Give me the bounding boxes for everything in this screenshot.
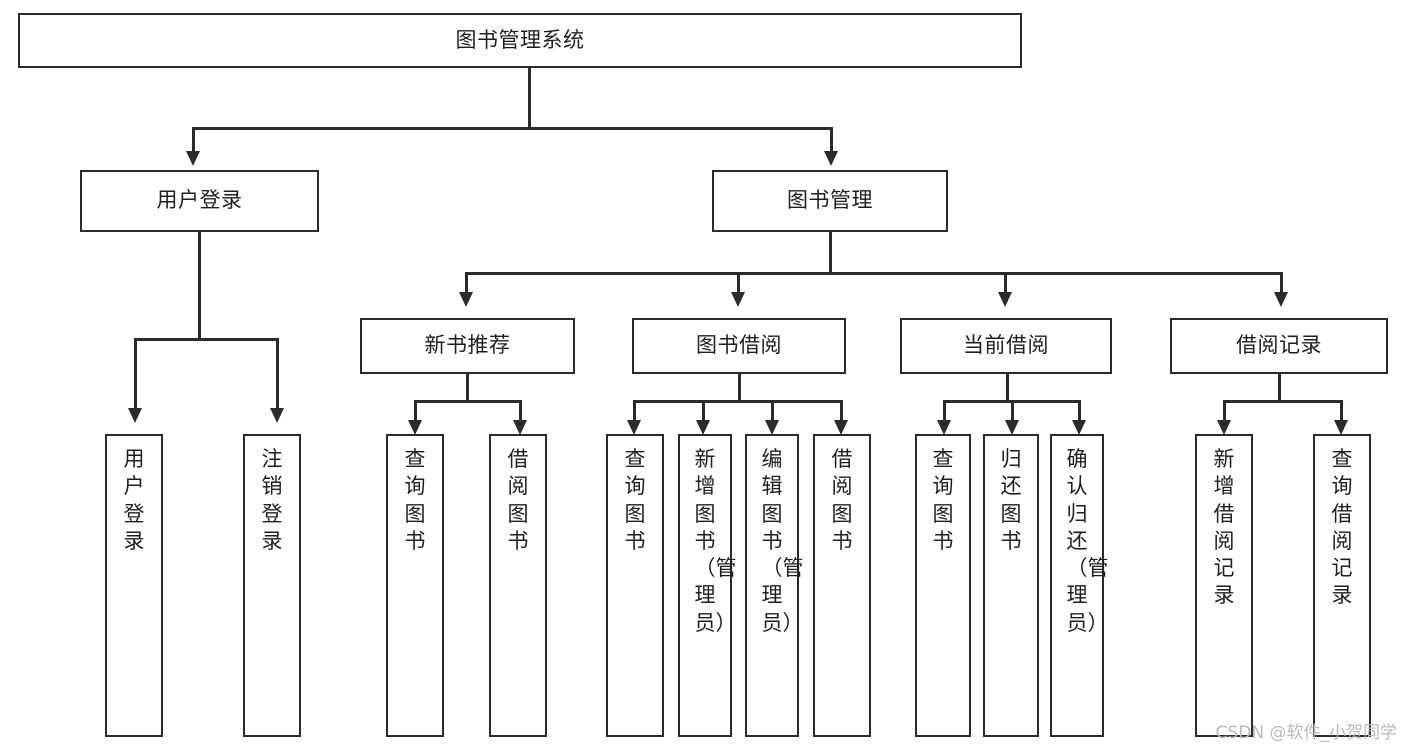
leaf-query-borrow-record[interactable]: 查询借阅记录 bbox=[1313, 434, 1371, 737]
arrowhead-book-borrow-3 bbox=[765, 420, 779, 435]
connector-borrow-record-bus bbox=[1223, 400, 1342, 403]
leaf-return-book[interactable]: 归还图书 bbox=[983, 434, 1039, 737]
arrowhead-book-borrow-1 bbox=[627, 420, 641, 435]
node-label: 借阅图书 bbox=[507, 447, 529, 553]
node-label: 归还图书 bbox=[1000, 447, 1022, 553]
node-label: 查询图书 bbox=[932, 447, 954, 553]
connector-book-manage-drop-1 bbox=[465, 272, 468, 294]
connector-book-borrow-drop-3 bbox=[771, 400, 774, 422]
leaf-user-login[interactable]: 用户登录 bbox=[105, 434, 163, 737]
node-label: 注销登录 bbox=[261, 447, 283, 553]
arrowhead-book-borrow-2 bbox=[696, 420, 710, 435]
leaf-add-book-admin[interactable]: 新增图书（管理员） bbox=[678, 434, 737, 737]
connector-new-book-bus bbox=[414, 400, 520, 403]
arrowhead-new-book-2 bbox=[513, 420, 527, 435]
connector-new-book-drop-2 bbox=[519, 400, 522, 422]
node-book-manage[interactable]: 图书管理 bbox=[712, 170, 948, 232]
node-label: 当前借阅 bbox=[963, 333, 1049, 358]
node-new-book-recommend[interactable]: 新书推荐 bbox=[360, 318, 575, 374]
connector-root-stem bbox=[528, 68, 531, 128]
connector-book-manage-drop-3 bbox=[1004, 272, 1007, 294]
connector-current-borrow-drop-3 bbox=[1078, 400, 1081, 422]
node-label: 查询借阅记录 bbox=[1331, 447, 1353, 608]
arrowhead-user-login-2 bbox=[270, 408, 284, 423]
leaf-query-book-current[interactable]: 查询图书 bbox=[915, 434, 971, 737]
connector-root-to-user-login bbox=[192, 127, 195, 153]
node-label: 查询图书 bbox=[624, 447, 646, 553]
connector-borrow-record-stem bbox=[1278, 374, 1281, 402]
connector-borrow-record-drop-2 bbox=[1340, 400, 1343, 422]
connector-book-manage-stem bbox=[829, 232, 832, 274]
connector-user-login-drop-1 bbox=[134, 338, 137, 410]
leaf-query-book-recommend[interactable]: 查询图书 bbox=[386, 434, 444, 737]
connector-new-book-stem bbox=[466, 374, 469, 402]
connector-current-borrow-stem bbox=[1006, 374, 1009, 402]
arrowhead-borrow-record-2 bbox=[1334, 420, 1348, 435]
arrowhead-book-borrow-4 bbox=[834, 420, 848, 435]
node-label: 借阅图书 bbox=[831, 447, 853, 553]
arrowhead-to-user-login bbox=[186, 151, 200, 166]
leaf-edit-book-admin[interactable]: 编辑图书（管理员） bbox=[745, 434, 804, 737]
node-current-borrow[interactable]: 当前借阅 bbox=[900, 318, 1112, 374]
node-borrow-record[interactable]: 借阅记录 bbox=[1170, 318, 1388, 374]
connector-borrow-record-drop-1 bbox=[1223, 400, 1226, 422]
connector-root-to-book-manage bbox=[830, 127, 833, 153]
node-label: 确认归还（管理员） bbox=[1066, 447, 1109, 635]
arrowhead-current-borrow-1 bbox=[937, 420, 951, 435]
leaf-borrow-book-recommend[interactable]: 借阅图书 bbox=[489, 434, 547, 737]
node-label: 查询图书 bbox=[404, 447, 426, 553]
arrowhead-current-borrow-3 bbox=[1072, 420, 1086, 435]
node-label: 用户登录 bbox=[123, 447, 145, 553]
leaf-borrow-book[interactable]: 借阅图书 bbox=[813, 434, 871, 737]
node-label: 图书借阅 bbox=[696, 333, 782, 358]
connector-book-borrow-drop-1 bbox=[633, 400, 636, 422]
connector-book-borrow-drop-2 bbox=[702, 400, 705, 422]
node-label: 借阅记录 bbox=[1236, 333, 1322, 358]
connector-current-borrow-drop-1 bbox=[943, 400, 946, 422]
leaf-add-borrow-record[interactable]: 新增借阅记录 bbox=[1195, 434, 1253, 737]
node-label: 图书管理系统 bbox=[455, 27, 585, 52]
connector-book-manage-bus bbox=[465, 272, 1281, 275]
node-book-borrow[interactable]: 图书借阅 bbox=[632, 318, 846, 374]
connector-book-manage-drop-2 bbox=[737, 272, 740, 294]
connector-book-borrow-bus bbox=[633, 400, 842, 403]
node-label: 新增借阅记录 bbox=[1213, 447, 1235, 608]
arrowhead-to-book-manage bbox=[824, 151, 838, 166]
connector-user-login-drop-2 bbox=[276, 338, 279, 410]
arrowhead-borrow-record-1 bbox=[1217, 420, 1231, 435]
arrowhead-book-manage-2 bbox=[731, 292, 745, 307]
arrowhead-user-login-1 bbox=[128, 408, 142, 423]
node-label: 用户登录 bbox=[156, 188, 243, 213]
node-root-system[interactable]: 图书管理系统 bbox=[18, 13, 1022, 68]
node-user-login[interactable]: 用户登录 bbox=[80, 170, 319, 232]
connector-user-login-bus bbox=[134, 338, 278, 341]
leaf-confirm-return-admin[interactable]: 确认归还（管理员） bbox=[1050, 434, 1109, 737]
node-label: 图书管理 bbox=[787, 188, 873, 213]
connector-book-borrow-drop-4 bbox=[840, 400, 843, 422]
leaf-logout[interactable]: 注销登录 bbox=[243, 434, 301, 737]
arrowhead-book-manage-1 bbox=[459, 292, 473, 307]
arrowhead-new-book-1 bbox=[408, 420, 422, 435]
connector-current-borrow-drop-2 bbox=[1011, 400, 1014, 422]
arrowhead-book-manage-3 bbox=[998, 292, 1012, 307]
node-label: 新增图书（管理员） bbox=[694, 447, 737, 635]
leaf-query-book-borrow[interactable]: 查询图书 bbox=[606, 434, 664, 737]
connector-user-login-stem bbox=[198, 232, 201, 340]
node-label: 新书推荐 bbox=[424, 333, 511, 358]
connector-book-borrow-stem bbox=[738, 374, 741, 402]
connector-root-bus bbox=[192, 127, 832, 130]
arrowhead-book-manage-4 bbox=[1274, 292, 1288, 307]
node-label: 编辑图书（管理员） bbox=[761, 447, 804, 635]
connector-new-book-drop-1 bbox=[414, 400, 417, 422]
connector-book-manage-drop-4 bbox=[1280, 272, 1283, 294]
arrowhead-current-borrow-2 bbox=[1005, 420, 1019, 435]
